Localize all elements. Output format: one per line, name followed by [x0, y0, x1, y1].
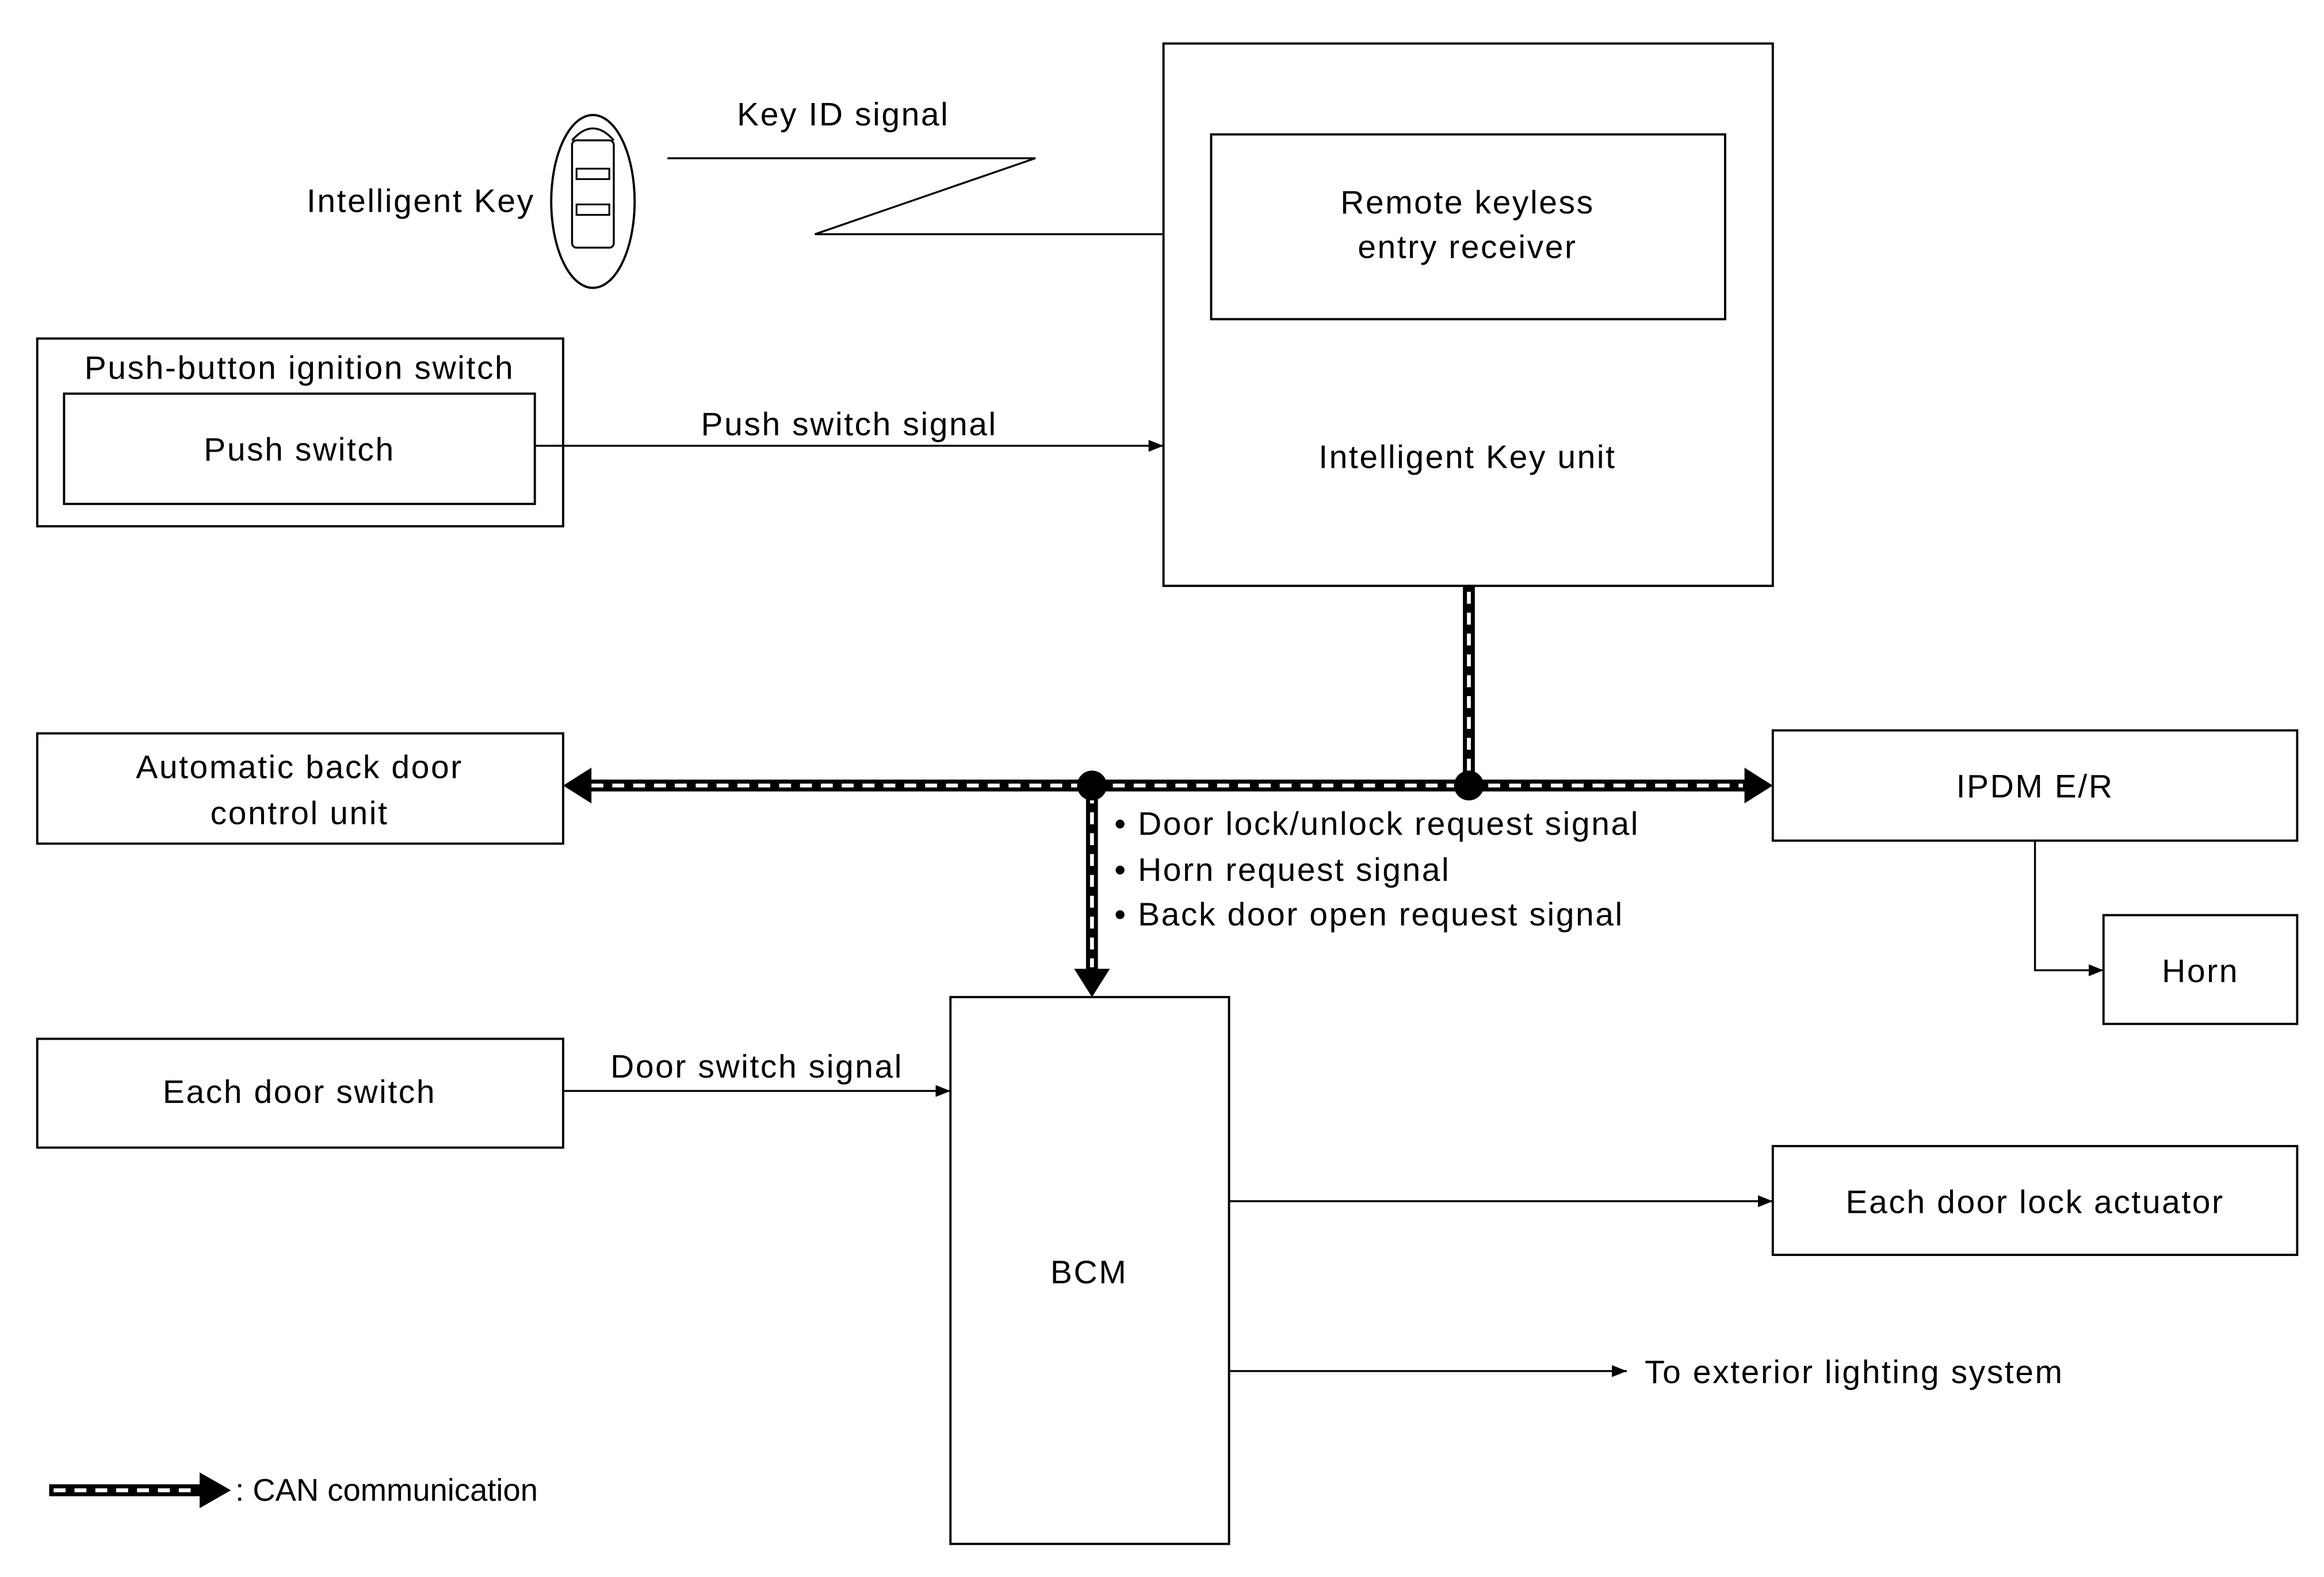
push-switch-signal: Push switch signal	[534, 406, 1164, 452]
rke-receiver-label-line1: Remote keyless	[1340, 184, 1595, 221]
can-signal-horn: • Horn request signal	[1114, 851, 1450, 888]
can-arrow-to-ipdm	[1744, 768, 1773, 804]
legend: : CAN communication	[49, 1472, 538, 1509]
key-id-signal-arrow	[667, 157, 1210, 240]
can-bus	[563, 586, 1773, 998]
can-arrow-to-back-door	[563, 768, 592, 804]
each-door-lock-actuator: Each door lock actuator	[1771, 1145, 2299, 1257]
door-switch-signal: Door switch signal	[563, 1048, 951, 1097]
bcm: BCM	[949, 996, 1230, 1545]
bcm-label: BCM	[1050, 1254, 1127, 1290]
exterior-lighting-label: To exterior lighting system	[1645, 1354, 2064, 1391]
automatic-back-door-control-unit: Automatic back door control unit	[36, 732, 564, 845]
can-signal-door-lock: • Door lock/unlock request signal	[1114, 805, 1639, 842]
legend-can-symbol	[49, 1472, 231, 1509]
push-switch-label: Push switch	[204, 432, 395, 468]
can-junction-key-unit	[1454, 770, 1484, 801]
ipdm-to-horn-arrow	[2033, 841, 2104, 976]
can-arrow-to-bcm	[1074, 968, 1110, 998]
key-id-signal: Key ID signal	[667, 96, 1210, 240]
horn: Horn	[2102, 914, 2299, 1025]
auto-back-door-label-line1: Automatic back door	[136, 749, 463, 785]
key-id-signal-label: Key ID signal	[737, 96, 949, 133]
rke-receiver-box	[1210, 133, 1726, 320]
each-door-switch: Each door switch	[36, 1037, 564, 1149]
can-signal-back-door: • Back door open request signal	[1114, 896, 1624, 933]
can-signal-list: • Door lock/unlock request signal • Horn…	[1114, 805, 1639, 933]
each-door-lock-actuator-label: Each door lock actuator	[1846, 1184, 2224, 1221]
legend-can-label: : CAN communication	[235, 1472, 538, 1507]
can-junction-bcm	[1077, 770, 1107, 801]
rke-receiver-label-line2: entry receiver	[1358, 229, 1577, 266]
intelligent-key: Intelligent Key	[307, 113, 636, 289]
ipdm-er: IPDM E/R	[1771, 729, 2299, 842]
intelligent-key-unit-label: Intelligent Key unit	[1318, 439, 1616, 476]
horn-label: Horn	[2162, 953, 2239, 990]
intelligent-key-label: Intelligent Key	[307, 182, 535, 219]
auto-back-door-label-line2: control unit	[211, 795, 389, 832]
push-switch-box	[63, 392, 536, 505]
exterior-lighting-output: To exterior lighting system	[1229, 1354, 2064, 1391]
door-switch-signal-label: Door switch signal	[610, 1048, 903, 1085]
key-fob-icon	[550, 113, 636, 289]
intelligent-key-unit: Remote keyless entry receiver Intelligen…	[1162, 42, 1774, 587]
ipdm-label: IPDM E/R	[1956, 768, 2114, 805]
push-switch-signal-label: Push switch signal	[701, 406, 997, 443]
each-door-switch-label: Each door switch	[163, 1074, 436, 1110]
push-button-ignition-switch-label: Push-button ignition switch	[85, 349, 515, 386]
push-button-ignition-switch: Push-button ignition switch Push switch	[36, 337, 564, 528]
